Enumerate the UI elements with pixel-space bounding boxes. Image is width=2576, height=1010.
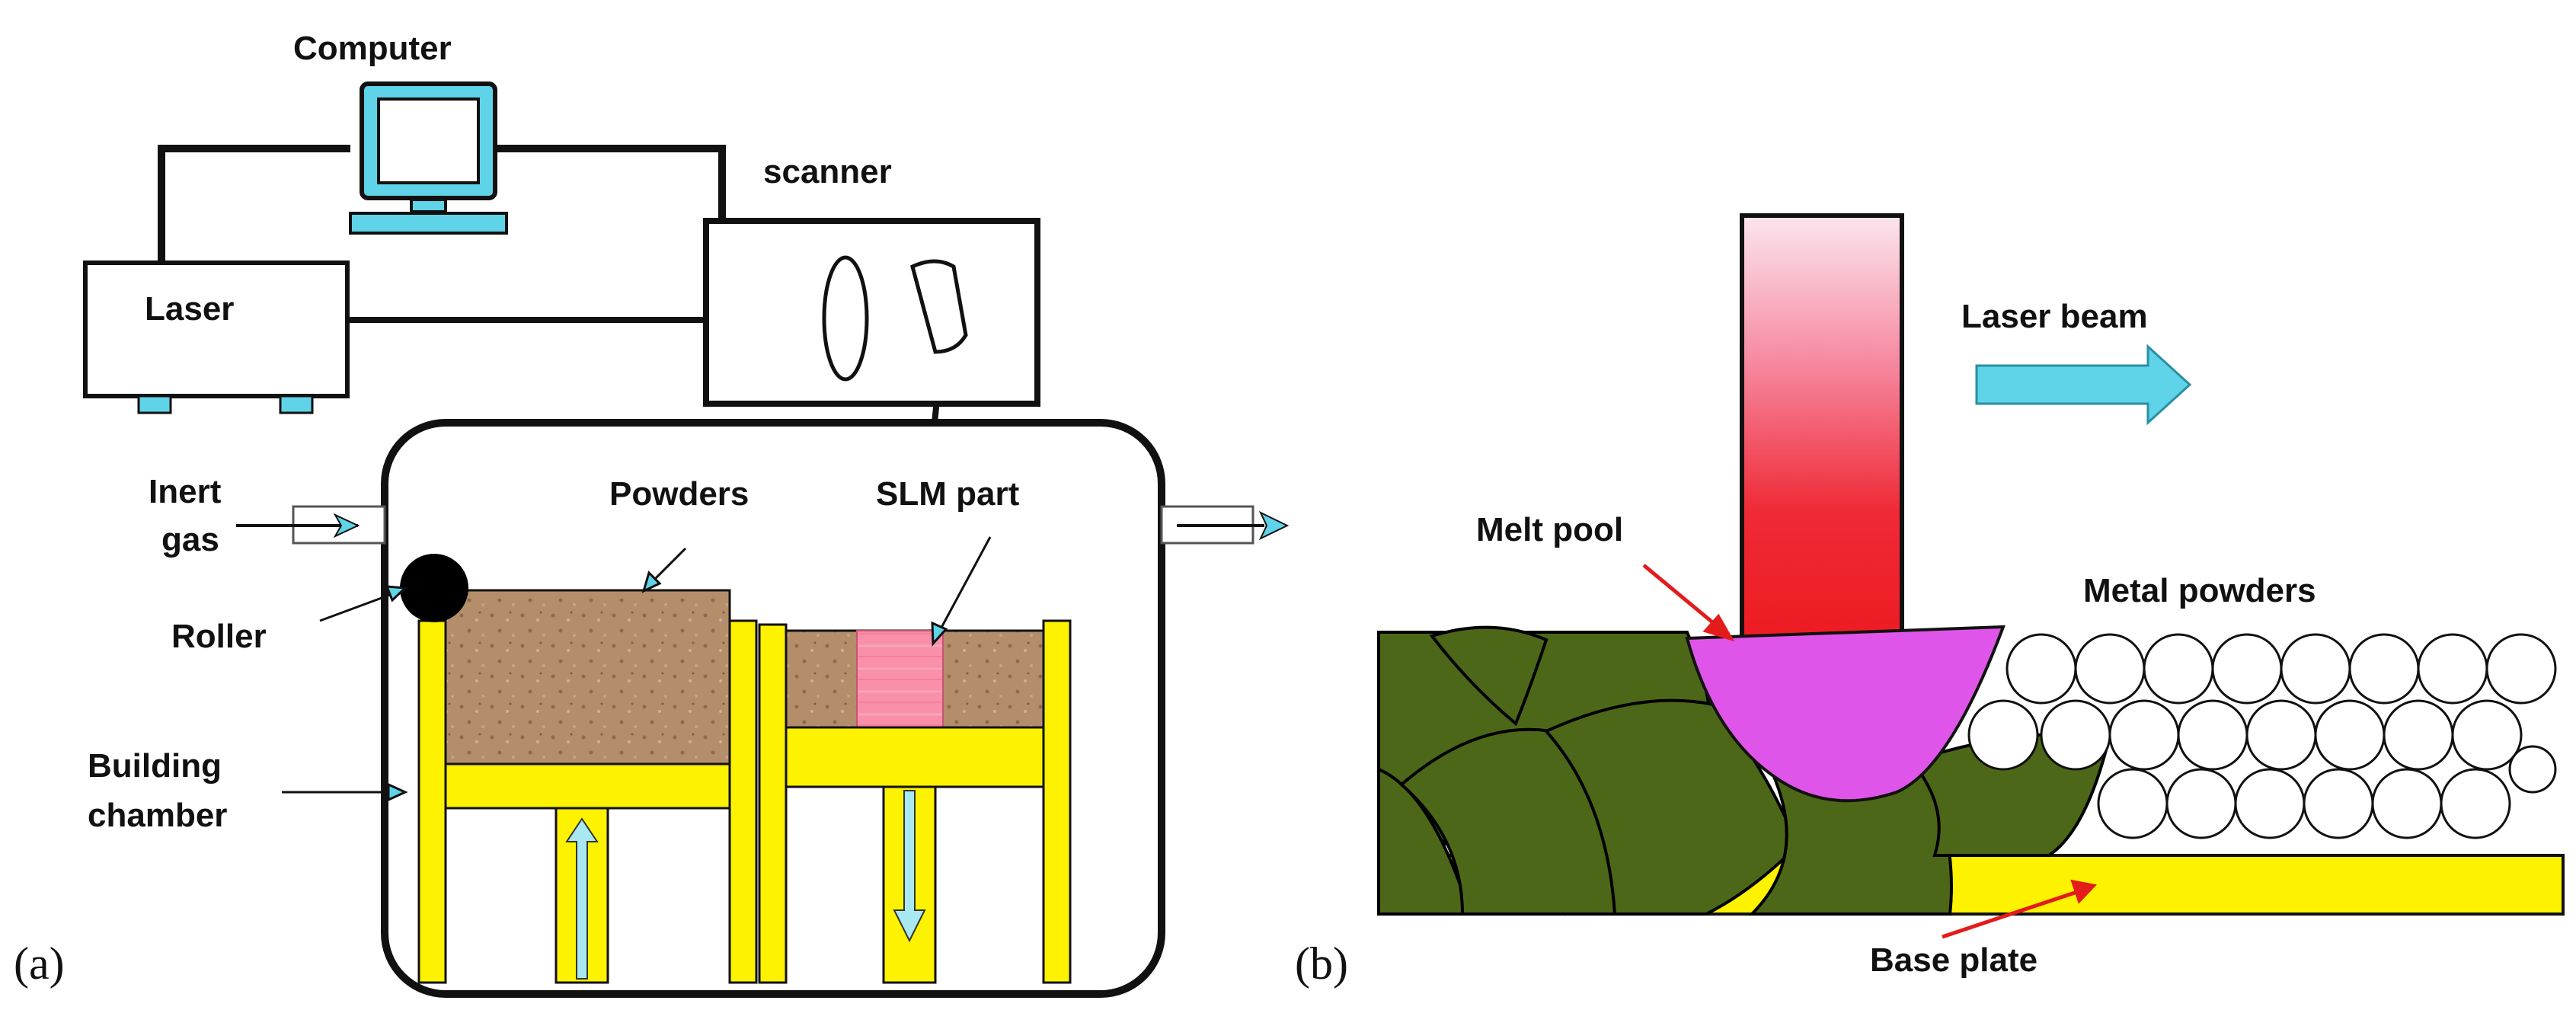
label-slm-part: SLM part <box>876 475 1020 513</box>
label-building-chamber-line2: chamber <box>88 797 227 834</box>
gas-inlet <box>236 505 386 545</box>
laser-device <box>83 260 350 414</box>
label-computer: Computer <box>293 30 452 67</box>
label-building-chamber-line1: Building <box>88 747 222 785</box>
panel-a: Computer Laser scanner <box>14 30 1290 998</box>
melt-pool <box>1685 625 2006 803</box>
scanner-mirror <box>910 259 968 354</box>
scanner-lens <box>822 255 869 382</box>
label-laser-beam: Laser beam <box>1961 298 2148 335</box>
roller <box>400 554 468 622</box>
label-roller: Roller <box>171 618 267 655</box>
label-melt-pool: Melt pool <box>1476 511 1623 548</box>
metal-powders-bed <box>1967 633 2557 839</box>
slm-part-block <box>856 630 944 728</box>
laser-beam-column <box>1740 213 1904 641</box>
label-inert-gas-line1: Inert <box>149 473 222 510</box>
powder-bed <box>444 589 731 765</box>
label-base-plate: Base plate <box>1870 941 2037 979</box>
label-metal-powders: Metal powders <box>2083 572 2316 609</box>
label-scanner: scanner <box>763 153 892 190</box>
scanner-box <box>703 218 1040 407</box>
down-arrow-icon <box>893 790 926 943</box>
up-arrow-icon <box>565 817 599 980</box>
powder-feed-platform <box>417 589 758 984</box>
label-inert-gas-line2: gas <box>161 521 219 558</box>
label-laser: Laser <box>145 290 234 328</box>
leader-arrows-b <box>1642 564 2097 939</box>
computer-icon <box>349 82 508 235</box>
label-powders: Powders <box>609 475 749 513</box>
leader-arrows-a <box>282 536 992 802</box>
gas-outlet <box>1160 505 1290 545</box>
build-platform <box>758 619 1072 984</box>
panel-label-b: (b) <box>1295 938 1348 989</box>
panel-label-a: (a) <box>14 938 65 989</box>
laser-beam-arrow <box>1975 344 2192 426</box>
panel-b: Laser beam Melt pool Metal powders Base … <box>1295 213 2565 989</box>
cable-laser-computer <box>158 145 350 263</box>
cable-computer-scanner <box>491 145 726 221</box>
